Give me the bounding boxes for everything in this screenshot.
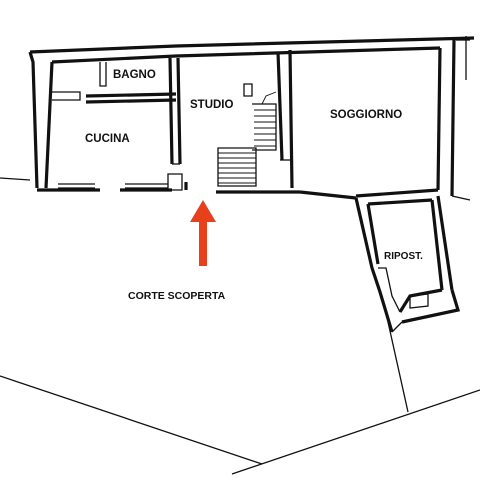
property-lines xyxy=(0,321,480,475)
courtyard-label: CORTE SCOPERTA xyxy=(128,290,226,302)
room-label-studio: STUDIO xyxy=(190,99,234,111)
room-label-ripostiglio: RIPOST. xyxy=(384,251,423,262)
ripostiglio-annex xyxy=(354,195,461,333)
room-label-cucina: CUCINA xyxy=(85,133,130,145)
interior-walls xyxy=(52,49,294,191)
outer-walls xyxy=(0,36,475,201)
entrance-arrow xyxy=(190,200,216,266)
room-label-soggiorno: SOGGIORNO xyxy=(330,109,402,121)
staircase xyxy=(217,91,277,187)
room-label-bagno: BAGNO xyxy=(113,69,156,81)
